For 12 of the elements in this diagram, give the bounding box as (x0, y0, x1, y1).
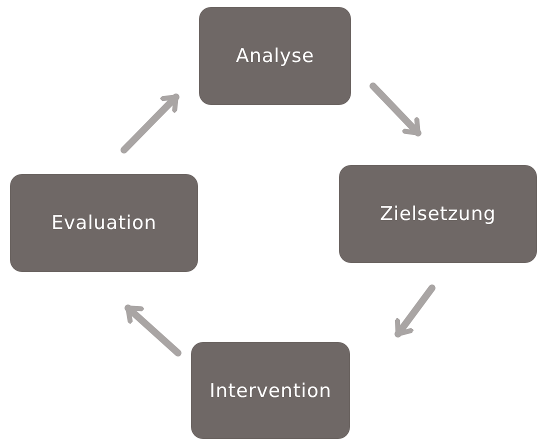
process-box (10, 174, 198, 272)
box-label: Evaluation (51, 212, 157, 234)
process-box (339, 165, 537, 263)
process-box (191, 342, 350, 439)
arrow (370, 82, 422, 136)
process-box (199, 7, 351, 105)
arrow (120, 94, 180, 154)
box-label: Analyse (236, 45, 314, 67)
arrow (124, 304, 182, 356)
arrow (394, 284, 436, 338)
box-label: Zielsetzung (380, 203, 496, 225)
box-label: Intervention (210, 380, 332, 402)
